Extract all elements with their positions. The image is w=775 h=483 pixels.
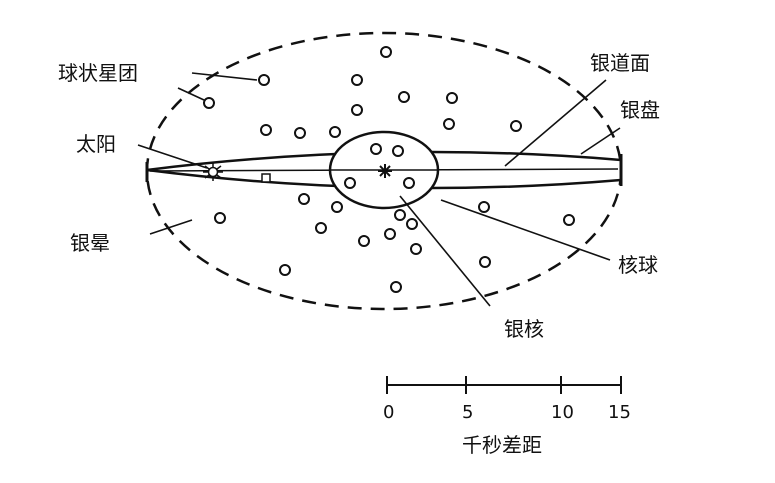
label-disk: 银盘 (620, 98, 660, 122)
label-galactic-plane: 银道面 (590, 51, 650, 75)
globular-cluster-dot (394, 209, 406, 221)
disk-marker (261, 173, 271, 183)
scale-bar (386, 376, 622, 394)
globular-cluster-dot (315, 222, 327, 234)
globular-clusters (203, 46, 575, 293)
leader-lines (137, 72, 621, 307)
globular-cluster-dot (279, 264, 291, 276)
globular-cluster-dot (358, 235, 370, 247)
globular-cluster-dot (298, 193, 310, 205)
globular-cluster-dot (203, 97, 215, 109)
globular-cluster-dot (443, 118, 455, 130)
globular-cluster-dot (478, 201, 490, 213)
globular-cluster-dot (344, 177, 356, 189)
globular-cluster-dot (260, 124, 272, 136)
label-bulge: 核球 (618, 253, 658, 277)
label-globular-clusters: 球状星团 (58, 61, 138, 85)
globular-cluster-dot (446, 92, 458, 104)
label-sun: 太阳 (76, 132, 116, 156)
globular-cluster-dot (351, 104, 363, 116)
globular-cluster-dot (329, 126, 341, 138)
globular-cluster-dot (398, 91, 410, 103)
globular-cluster-dot (479, 256, 491, 268)
nucleus-star-icon (378, 164, 392, 178)
globular-cluster-dot (390, 281, 402, 293)
scale-tick-10: 10 (551, 402, 574, 423)
globular-cluster-dot (563, 214, 575, 226)
globular-cluster-dot (258, 74, 270, 86)
label-nucleus: 银核 (504, 317, 544, 341)
globular-cluster-dot (294, 127, 306, 139)
globular-cluster-dot (331, 201, 343, 213)
label-halo: 银晕 (70, 231, 110, 255)
scale-tick-5: 5 (462, 402, 473, 423)
globular-cluster-dot (384, 228, 396, 240)
globular-cluster-dot (510, 120, 522, 132)
globular-cluster-dot (214, 212, 226, 224)
sun-icon (203, 163, 223, 181)
globular-cluster-dot (410, 243, 422, 255)
globular-cluster-dot (380, 46, 392, 58)
globular-cluster-dot (403, 177, 415, 189)
globular-cluster-dot (351, 74, 363, 86)
scale-unit: 千秒差距 (462, 433, 542, 457)
globular-cluster-dot (406, 218, 418, 230)
globular-cluster-dot (370, 143, 382, 155)
scale-tick-15: 15 (608, 402, 631, 423)
globular-cluster-dot (392, 145, 404, 157)
scale-tick-0: 0 (383, 402, 394, 423)
